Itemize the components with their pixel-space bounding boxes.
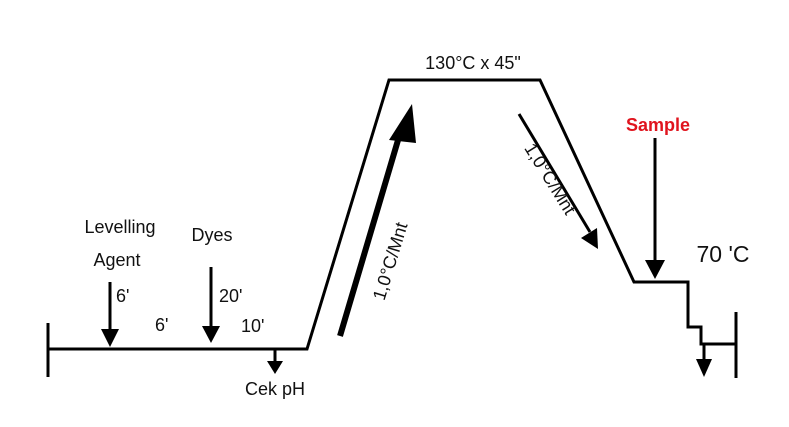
hold-condition-label: 130°C x 45" bbox=[425, 53, 521, 73]
heating-rate-label: 1,0°C/Mnt bbox=[369, 220, 412, 303]
cooling-rate-label: 1,0°C/Mnt bbox=[520, 139, 579, 218]
time-6-first-label: 6' bbox=[116, 286, 129, 306]
heating-rate-arrow bbox=[337, 104, 416, 337]
drain-arrow bbox=[696, 344, 712, 377]
time-20-label: 20' bbox=[219, 286, 242, 306]
time-10-label: 10' bbox=[241, 316, 264, 336]
time-6-second-label: 6' bbox=[155, 315, 168, 335]
cek-ph-arrow bbox=[267, 349, 283, 374]
levelling-agent-label-line1: Levelling bbox=[84, 217, 155, 237]
cooling-rate-arrow bbox=[517, 113, 598, 249]
temperature-profile-line bbox=[48, 78, 736, 351]
dyes-arrow bbox=[202, 267, 220, 343]
sample-arrow bbox=[645, 138, 665, 279]
cek-ph-label: Cek pH bbox=[245, 379, 305, 399]
levelling-agent-label-line2: Agent bbox=[93, 250, 140, 270]
sample-label: Sample bbox=[626, 115, 690, 135]
levelling-agent-arrow bbox=[101, 282, 119, 347]
dyes-label: Dyes bbox=[191, 225, 232, 245]
final-temperature-label: 70 'C bbox=[697, 241, 750, 267]
